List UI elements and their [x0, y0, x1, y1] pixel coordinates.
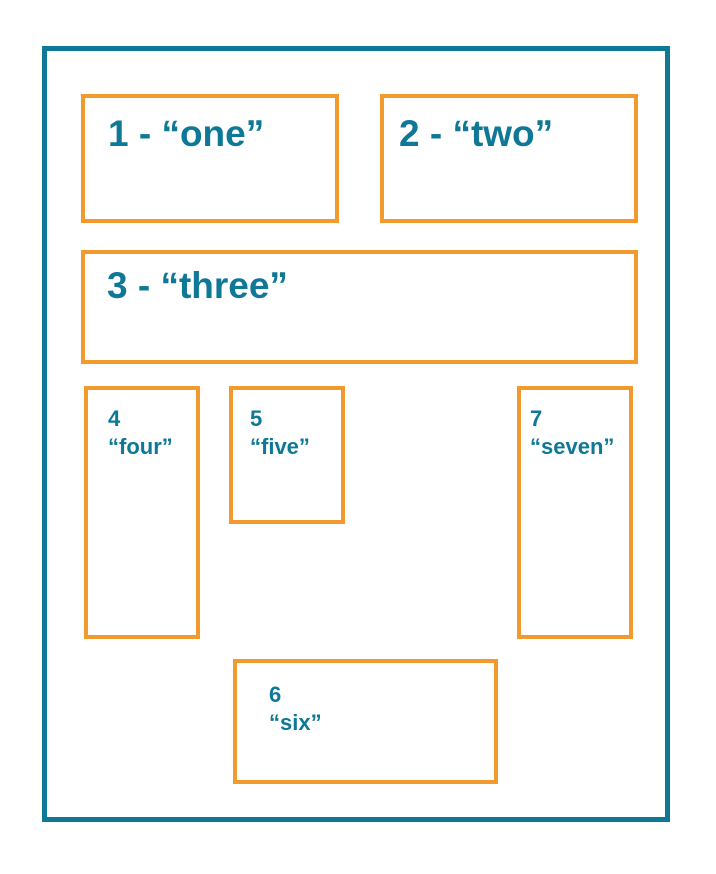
grid-item-seven-label: 7 “seven”	[530, 405, 614, 461]
grid-item-six	[233, 659, 498, 784]
outer-container-frame	[42, 46, 670, 822]
grid-item-six-label: 6 “six”	[269, 681, 322, 737]
grid-item-four	[84, 386, 200, 639]
grid-item-five-number: 5	[250, 406, 263, 431]
grid-item-seven-word: “seven”	[530, 434, 615, 460]
grid-item-three	[81, 250, 638, 364]
grid-item-four-word: “four”	[108, 434, 173, 460]
grid-item-four-label: 4 “four”	[108, 405, 173, 461]
grid-item-seven-number: 7	[530, 406, 543, 431]
grid-item-seven	[517, 386, 633, 639]
grid-item-five-word: “five”	[250, 434, 310, 460]
grid-item-five	[229, 386, 345, 524]
grid-item-one	[81, 94, 339, 223]
grid-item-four-number: 4	[108, 406, 121, 431]
grid-item-six-word: “six”	[269, 710, 322, 736]
grid-item-three-label: 3 - “three”	[107, 265, 288, 306]
grid-item-five-label: 5 “five”	[250, 405, 310, 461]
grid-item-two	[380, 94, 638, 223]
grid-item-two-label: 2 - “two”	[399, 113, 554, 154]
grid-item-one-label: 1 - “one”	[108, 113, 265, 154]
grid-item-six-number: 6	[269, 682, 282, 707]
